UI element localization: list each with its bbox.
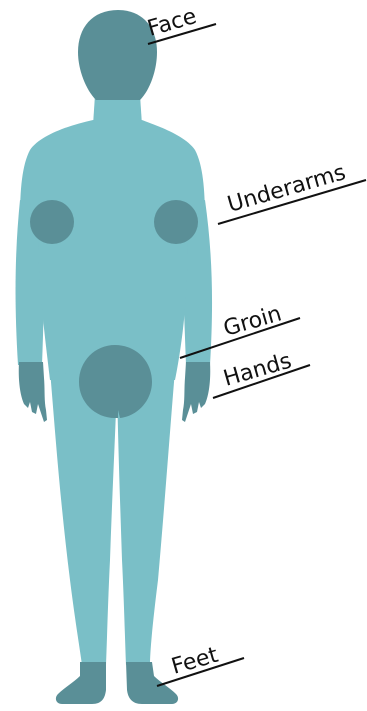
head-region <box>78 10 157 100</box>
left-hand-region <box>19 362 47 422</box>
hands-label: Hands <box>221 349 295 392</box>
leader-lines <box>148 24 366 686</box>
left-underarm-region <box>30 200 74 244</box>
groin-region <box>79 345 152 418</box>
right-foot-region <box>126 662 178 704</box>
right-underarm-region <box>154 200 198 244</box>
left-foot-region <box>56 662 106 704</box>
feet-label: Feet <box>169 643 222 680</box>
underarms-label: Underarms <box>225 160 349 218</box>
groin-label: Groin <box>221 301 285 341</box>
right-hand-region <box>182 362 210 422</box>
